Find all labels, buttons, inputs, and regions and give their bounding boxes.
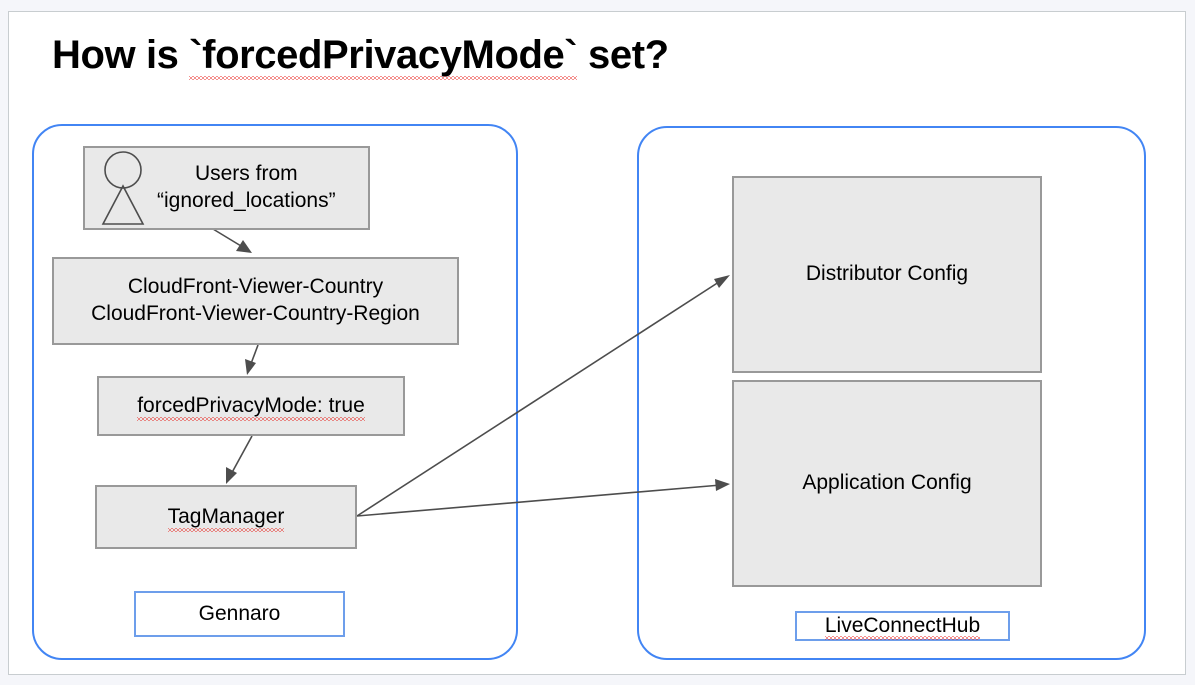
title-prefix: How is xyxy=(52,33,190,77)
group-tag-gennaro-label: Gennaro xyxy=(198,602,281,625)
node-tagmanager-label: TagManager xyxy=(167,504,284,533)
node-forced-privacy-mode-label: forcedPrivacyMode: true xyxy=(137,393,365,422)
node-users-line2: “ignored_locations” xyxy=(157,189,336,212)
node-headers-line2: CloudFront-Viewer-Country-Region xyxy=(91,302,420,325)
group-tag-gennaro[interactable]: Gennaro xyxy=(134,591,345,637)
title-code-term: `forcedPrivacyMode` xyxy=(189,33,578,80)
node-distributor-config-label: Distributor Config xyxy=(805,262,969,286)
node-tagmanager[interactable]: TagManager xyxy=(95,485,357,549)
group-tag-liveconnecthub-label: LiveConnectHub xyxy=(824,614,981,640)
node-distributor-config[interactable]: Distributor Config xyxy=(732,176,1042,373)
node-headers-label: CloudFront-Viewer-Country CloudFront-Vie… xyxy=(91,274,420,328)
node-users-line1: Users from xyxy=(194,162,298,186)
group-tag-liveconnecthub[interactable]: LiveConnectHub xyxy=(795,611,1010,641)
node-headers-line1: CloudFront-Viewer-Country xyxy=(127,275,384,299)
node-cloudfront-headers[interactable]: CloudFront-Viewer-Country CloudFront-Vie… xyxy=(52,257,459,345)
node-application-config-label: Application Config xyxy=(802,471,972,495)
page-title: How is `forcedPrivacyMode` set? xyxy=(52,33,669,80)
actor-person-icon xyxy=(97,150,149,226)
node-forced-privacy-mode[interactable]: forcedPrivacyMode: true xyxy=(97,376,405,436)
title-suffix: set? xyxy=(577,33,669,77)
node-users-from-ignored-locations[interactable]: Users from “ignored_locations” xyxy=(83,146,370,230)
node-application-config[interactable]: Application Config xyxy=(732,380,1042,587)
node-users-label: Users from “ignored_locations” xyxy=(157,161,336,215)
